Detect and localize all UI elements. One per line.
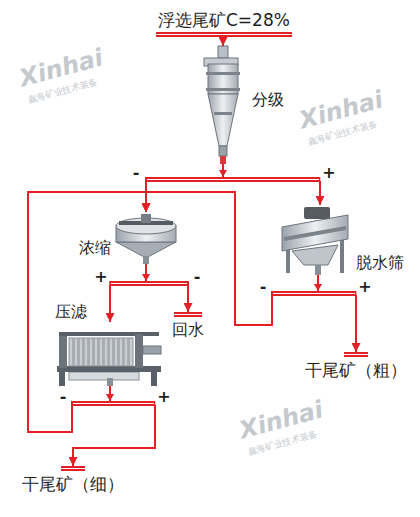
- flow-sign: -: [58, 389, 69, 405]
- thickener: 浓缩: [115, 212, 177, 264]
- flow-sign: -: [131, 165, 142, 181]
- equipment-label: 脱水筛: [356, 253, 404, 272]
- flow-sign: +: [92, 269, 109, 285]
- flow-line: [110, 264, 146, 322]
- thickener-art: [116, 214, 176, 264]
- flow-line: [223, 164, 320, 205]
- flow-line: [222, 37, 224, 46]
- flow-line: [28, 192, 146, 432]
- hydrocyclone-art: [204, 46, 240, 164]
- filter-press-art: [57, 332, 161, 386]
- node-text: 回水: [172, 320, 204, 339]
- node-text: 脱水筛: [356, 253, 404, 272]
- product-terminal: 干尾矿（粗）: [305, 352, 407, 380]
- product-terminal: 回水: [172, 312, 204, 339]
- discharge-arrows: [106, 170, 322, 401]
- flow-sign: -: [192, 269, 203, 285]
- flow-line: [146, 264, 188, 312]
- flow-line: [318, 275, 356, 352]
- flow-line: [146, 164, 223, 212]
- equipment-label: 浓缩: [79, 238, 111, 257]
- node-text: 干尾矿（细）: [22, 474, 124, 494]
- equipment-label: 压滤: [55, 302, 87, 321]
- flow-sign: +: [356, 279, 373, 295]
- flow-sign: +: [155, 389, 172, 405]
- flow-line: [146, 192, 318, 325]
- node-text: 压滤: [55, 302, 87, 321]
- terminal-bar: [174, 312, 202, 317]
- flow-line: [73, 386, 155, 466]
- hydrocyclone: 分级: [200, 46, 246, 164]
- equipment-label: 分级: [252, 90, 284, 109]
- flow-sign: -: [258, 279, 269, 295]
- product-terminal: 干尾矿（细）: [22, 466, 124, 494]
- node-text: 分级: [252, 90, 284, 109]
- dewatering-screen-art: [282, 207, 348, 275]
- terminal-bar: [344, 352, 368, 357]
- node-text: 干尾矿（粗）: [305, 360, 407, 380]
- feed-terminal: 浮选尾矿C=28%: [156, 10, 292, 37]
- node-text: 浮选尾矿C=28%: [158, 10, 290, 30]
- filter-press: 压滤: [55, 322, 163, 386]
- flow-sign: +: [320, 165, 337, 181]
- dewatering-screen: 脱水筛: [278, 205, 352, 275]
- terminal-bar: [61, 466, 85, 471]
- node-text: 浓缩: [79, 238, 111, 257]
